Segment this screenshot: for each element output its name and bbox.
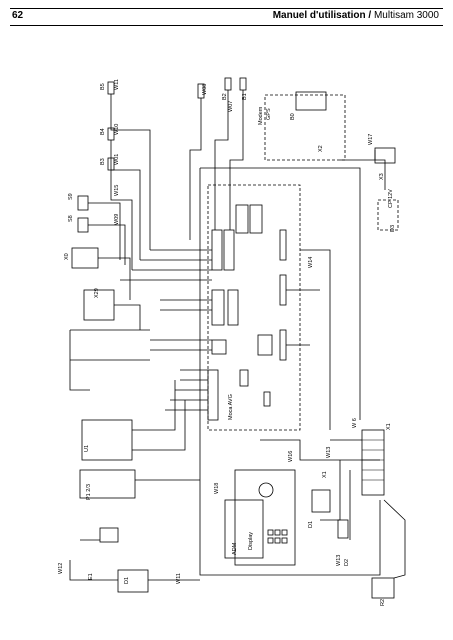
b0-component — [295, 91, 327, 111]
label-w17: W17 — [368, 134, 374, 145]
e1-connector — [99, 527, 119, 543]
label-r2: R2 — [380, 599, 386, 606]
label-d1: D1 — [124, 577, 130, 584]
label-w11b: W11 — [176, 573, 182, 584]
bundle-wires — [69, 249, 212, 411]
label-w14: W14 — [308, 257, 314, 268]
label-b5: B5 — [100, 83, 106, 90]
label-b3: B3 — [100, 158, 106, 165]
label-w13b: W13 — [336, 555, 342, 566]
label-p1-plug: D1 — [308, 521, 314, 528]
label-x2: X2 — [318, 145, 324, 152]
label-modem: Modem — [258, 106, 264, 125]
x3-wire — [340, 150, 386, 190]
label-w01: W01 — [114, 154, 120, 165]
label-k1: X1 — [322, 471, 328, 478]
u1-module — [81, 419, 133, 461]
label-moca: Moca AVG — [228, 394, 234, 420]
s-wires — [88, 202, 141, 330]
d1-socket — [117, 569, 149, 593]
label-x0: X0 — [64, 253, 70, 260]
r2-component — [371, 577, 395, 599]
label-s8: S8 — [68, 215, 74, 222]
r2-wire — [383, 499, 406, 579]
main-wire-frame — [199, 167, 381, 576]
label-display: Display — [248, 532, 254, 550]
d1-wires — [69, 539, 200, 581]
label-p1: P1 2/3 — [86, 484, 92, 500]
label-gps: GPS — [266, 108, 272, 120]
w14-wire — [286, 249, 331, 430]
d2-diode — [337, 519, 349, 539]
s9-switch — [77, 195, 89, 211]
x1-connector — [361, 429, 385, 496]
label-adm: ADM — [232, 542, 238, 555]
label-w18: W18 — [214, 483, 220, 494]
adm-display — [224, 499, 264, 559]
label-u1: U1 — [84, 445, 90, 452]
x3-connector — [374, 147, 396, 164]
p1-plug — [311, 489, 331, 513]
label-s9: S9 — [68, 193, 74, 200]
label-b4: B4 — [100, 128, 106, 135]
document-title: Manuel d'utilisation / Multisam 3000 — [273, 10, 439, 21]
label-b0: B0 — [290, 113, 296, 120]
document-title-rest: Multisam 3000 — [371, 10, 439, 21]
label-w10: W10 — [114, 124, 120, 135]
cp12v-block — [377, 199, 399, 231]
dashed-board-outline — [207, 184, 301, 431]
label-w09: W09 — [114, 214, 120, 225]
label-d3: D3 — [390, 225, 396, 232]
page-header: 62 Manuel d'utilisation / Multisam 3000 — [10, 8, 443, 26]
label-w16: W16 — [288, 451, 294, 462]
top-connectors — [107, 77, 247, 270]
label-x1: X1 — [386, 423, 392, 430]
label-cp12v: CP 12V — [388, 189, 394, 208]
label-w15: W15 — [114, 185, 120, 196]
label-w07: W07 — [228, 101, 234, 112]
p1-terminal — [79, 469, 136, 499]
x0-connector — [71, 247, 99, 269]
label-x29: X29 — [94, 288, 100, 298]
keypad — [267, 529, 288, 544]
label-e1: E1 — [88, 573, 94, 580]
label-b1: B1 — [242, 93, 248, 100]
document-title-bold: Manuel d'utilisation / — [272, 10, 372, 21]
knob-icon — [258, 482, 274, 498]
label-b2: B2 — [222, 93, 228, 100]
label-w13: W13 — [326, 447, 332, 458]
display-frame — [234, 469, 296, 566]
schematic-labels: W11 B5 W10 B4 W01 B3 W15 S9 W09 S8 X0 X2… — [58, 79, 396, 606]
u1-wires — [132, 380, 200, 481]
s8-switch — [77, 217, 89, 233]
label-w12: W12 — [58, 563, 64, 574]
label-d2: D2 — [344, 559, 350, 566]
label-x3: X3 — [379, 173, 385, 180]
label-w11: W11 — [114, 79, 120, 90]
label-w6: W 6 — [352, 418, 358, 428]
x1-pins — [362, 439, 384, 481]
label-w08: W08 — [202, 84, 208, 95]
dashed-modem-outline — [264, 94, 346, 161]
board-connectors — [207, 204, 287, 421]
page-number: 62 — [12, 10, 24, 21]
